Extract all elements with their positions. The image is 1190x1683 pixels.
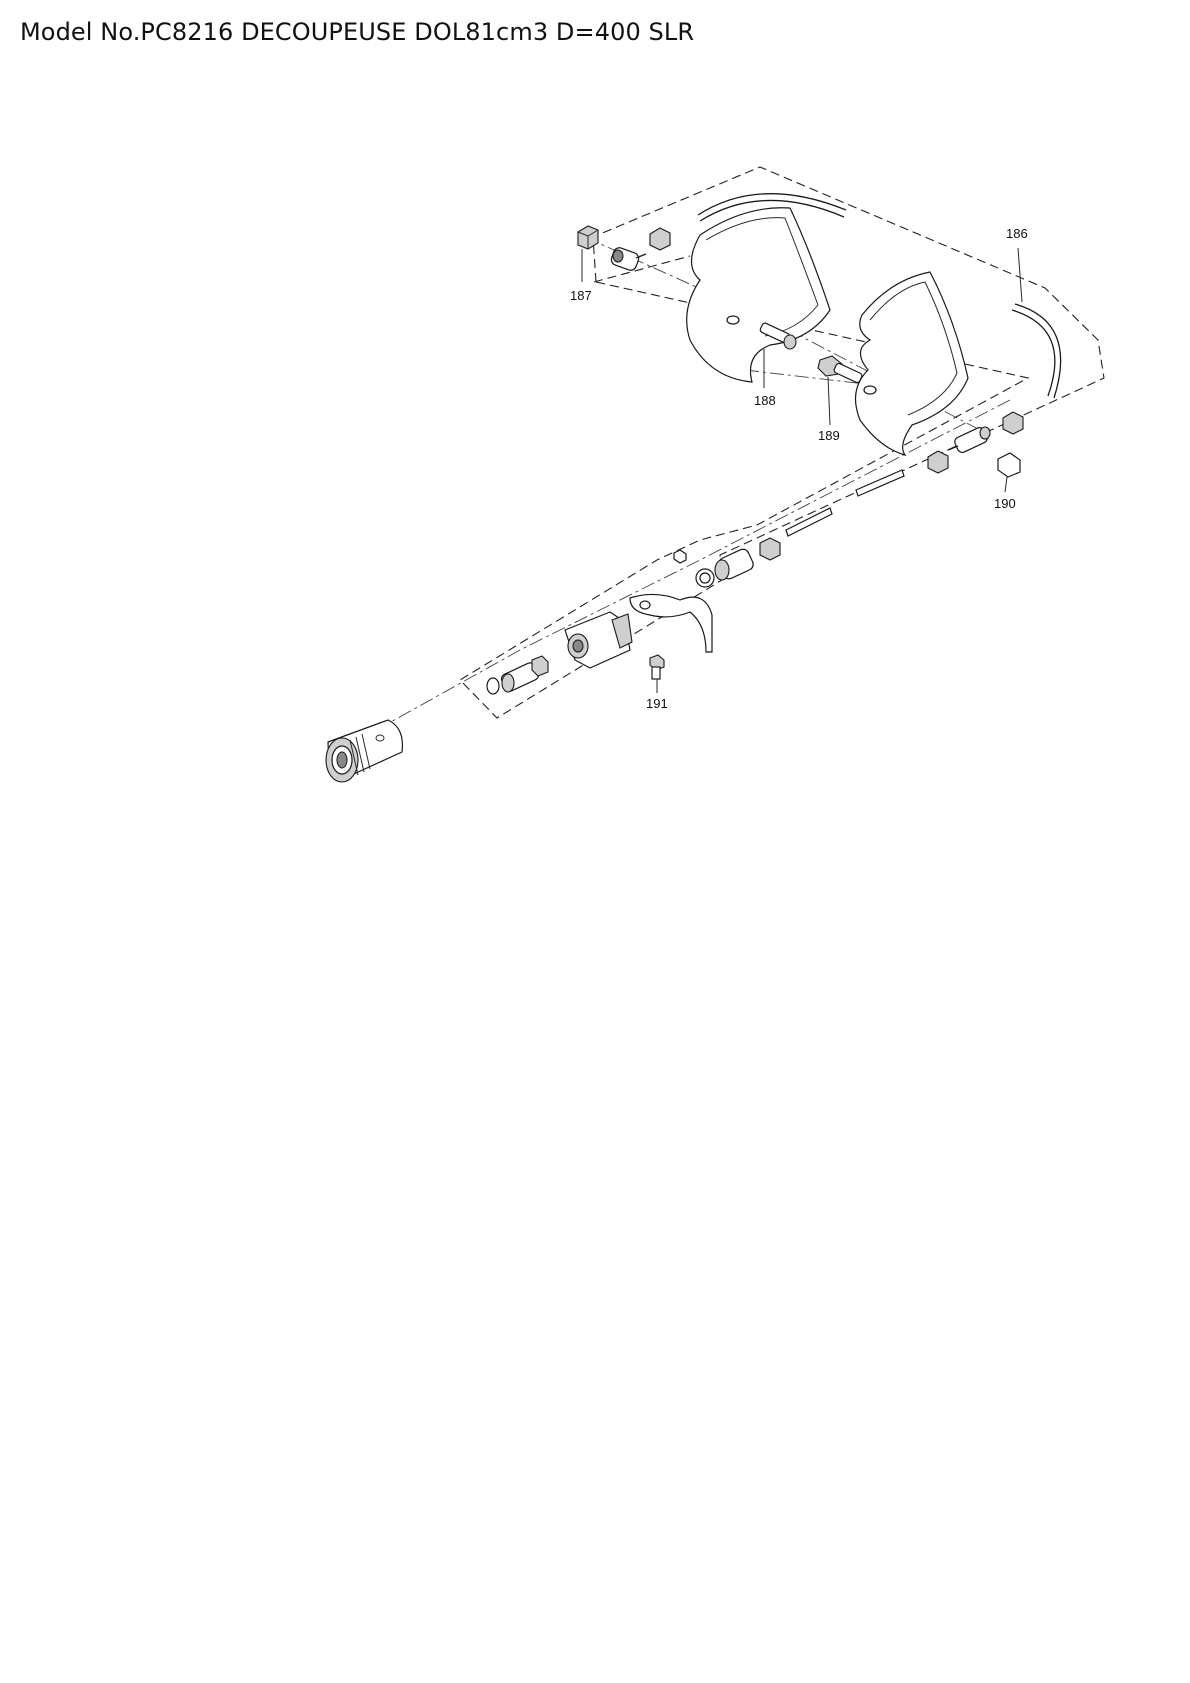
axis-line-main [379,399,1011,729]
small-cap-part [673,549,687,564]
hose-nipple-part [500,655,549,693]
page-title: Model No.PC8216 DECOUPEUSE DOL81cm3 D=40… [20,18,695,46]
o-ring-part [486,677,500,695]
callout-190: 190 [994,496,1016,511]
fuel-hose-part [697,193,1062,399]
washer-part [695,568,715,588]
hex-nut-right-part [1002,411,1024,435]
clamp-bracket-part [629,593,713,653]
callout-187: 187 [570,288,592,303]
angle-block-part [564,611,633,669]
cap-190-part [997,452,1021,478]
callout-191: 191 [646,696,668,711]
callout-186: 186 [1006,226,1028,241]
tube-segment-part [785,469,905,537]
screw-191-part [649,654,665,680]
callout-188: 188 [754,393,776,408]
kit-boundary [593,255,691,283]
banjo-bolt-189-part [817,355,863,384]
callout-189: 189 [818,428,840,443]
filter-housing-part [714,537,781,581]
elbow-fitting-part [610,247,647,271]
hex-nut-upper-part [649,227,671,251]
banjo-bolt-188-part [759,322,797,350]
tee-fitting-part [947,426,991,453]
right-cover-plate-part [854,271,969,457]
hex-nut-mid-part [927,450,949,474]
left-cover-plate-part [686,207,831,383]
nut-187-part [577,225,599,250]
quick-coupler-part [325,719,404,783]
callout-leader-lines [581,247,1023,693]
